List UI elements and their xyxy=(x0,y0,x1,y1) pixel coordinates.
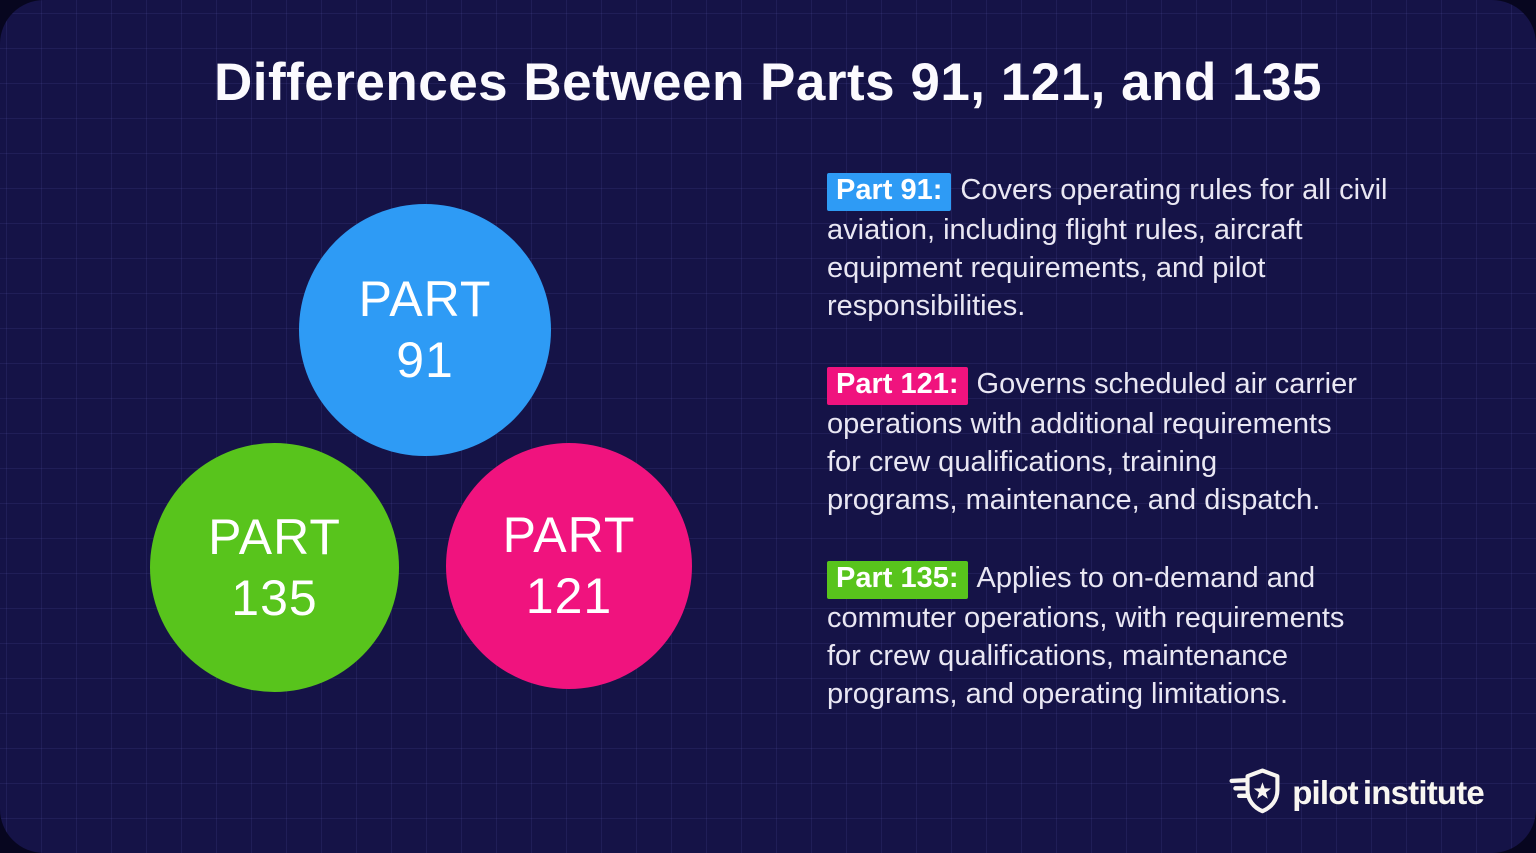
logo-word-institute: institute xyxy=(1362,774,1485,811)
part-121-body: Governs scheduled air carrier operations… xyxy=(827,368,1357,516)
part-135-body: Applies to on-demand and commuter operat… xyxy=(827,562,1345,710)
circle-part-121: PART 121 xyxy=(446,443,692,689)
page-title: Differences Between Parts 91, 121, and 1… xyxy=(213,53,1323,112)
part-135-description: Part 135:Applies to on-demand and commut… xyxy=(827,559,1507,713)
circle-part-135: PART 135 xyxy=(150,443,399,692)
part-91-tag: Part 91: xyxy=(827,173,952,211)
descriptions-column: Part 91:Covers operating rules for all c… xyxy=(827,171,1507,713)
part-91-description: Part 91:Covers operating rules for all c… xyxy=(827,171,1507,325)
part-121-description: Part 121:Governs scheduled air carrier o… xyxy=(827,365,1507,519)
winged-shield-star-icon xyxy=(1227,767,1283,819)
part-121-tag: Part 121: xyxy=(827,367,968,405)
circle-part-91: PART 91 xyxy=(299,204,551,456)
logo-word-pilot: pilot xyxy=(1292,774,1358,811)
part-135-tag: Part 135: xyxy=(827,561,968,599)
part-91-body: Covers operating rules for all civil avi… xyxy=(827,174,1388,322)
